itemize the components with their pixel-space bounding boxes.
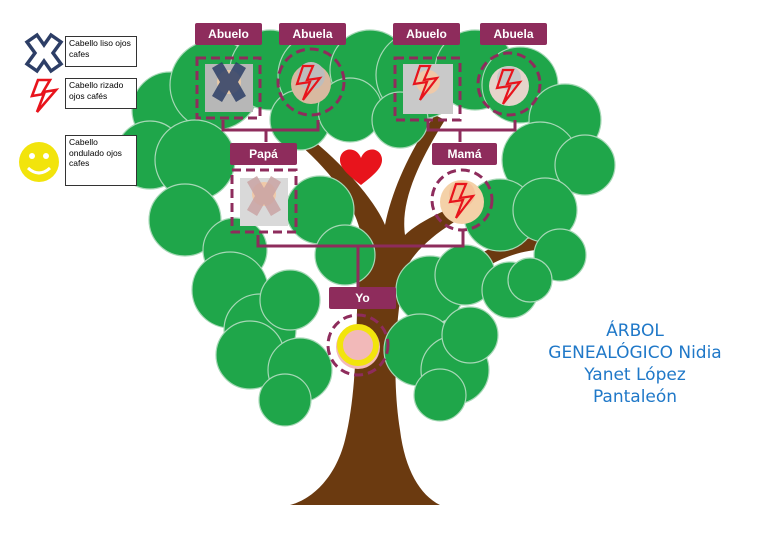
label-abuelo-right: Abuelo <box>393 23 460 45</box>
page-title: ÁRBOL GENEALÓGICO Nidia Yanet López Pant… <box>530 320 740 408</box>
papa-frame <box>230 168 298 234</box>
abuela-right-frame <box>476 51 542 117</box>
wavy-hair-smiley-icon <box>337 324 379 366</box>
foliage-blob <box>507 257 553 303</box>
title-line-2: GENEALÓGICO Nidia <box>548 343 722 363</box>
legend-wavy-icon <box>19 142 59 182</box>
label-abuela-right: Abuela <box>480 23 547 45</box>
label-mama: Mamá <box>432 143 497 165</box>
foliage-blob <box>258 373 312 427</box>
straight-hair-x-icon <box>212 62 281 216</box>
mama-frame <box>430 168 494 232</box>
yo-frame <box>326 313 390 377</box>
label-yo: Yo <box>329 287 396 309</box>
abuelo-left-frame <box>195 56 262 120</box>
foliage-blob <box>259 269 321 331</box>
legend-straight-text: Cabello liso ojos cafes <box>65 36 137 67</box>
label-abuelo-left: Abuelo <box>195 23 262 45</box>
label-abuela-left: Abuela <box>279 23 346 45</box>
foliage-blob <box>441 306 499 364</box>
foliage-blob <box>554 134 616 196</box>
legend-curly-text: Cabello rizado ojos cafés <box>65 78 137 109</box>
foliage-blob <box>314 224 376 286</box>
label-papa: Papá <box>230 143 297 165</box>
abuelo-right-frame <box>393 56 462 122</box>
foliage-blob <box>413 368 467 422</box>
title-line-1: ÁRBOL <box>606 321 664 341</box>
heart-icon <box>340 149 382 185</box>
connector-lines <box>221 120 517 288</box>
title-line-3: Yanet López <box>584 365 686 385</box>
legend-straight-icon <box>24 32 64 74</box>
legend-wavy-text: Cabello ondulado ojos cafes <box>65 135 137 186</box>
abuela-left-frame <box>276 47 346 117</box>
title-line-4: Pantaleón <box>592 387 678 407</box>
tree-foliage <box>115 29 616 427</box>
foliage-blob <box>148 183 222 257</box>
curly-hair-lightning-icon <box>295 64 523 219</box>
legend-curly-icon <box>29 78 60 113</box>
